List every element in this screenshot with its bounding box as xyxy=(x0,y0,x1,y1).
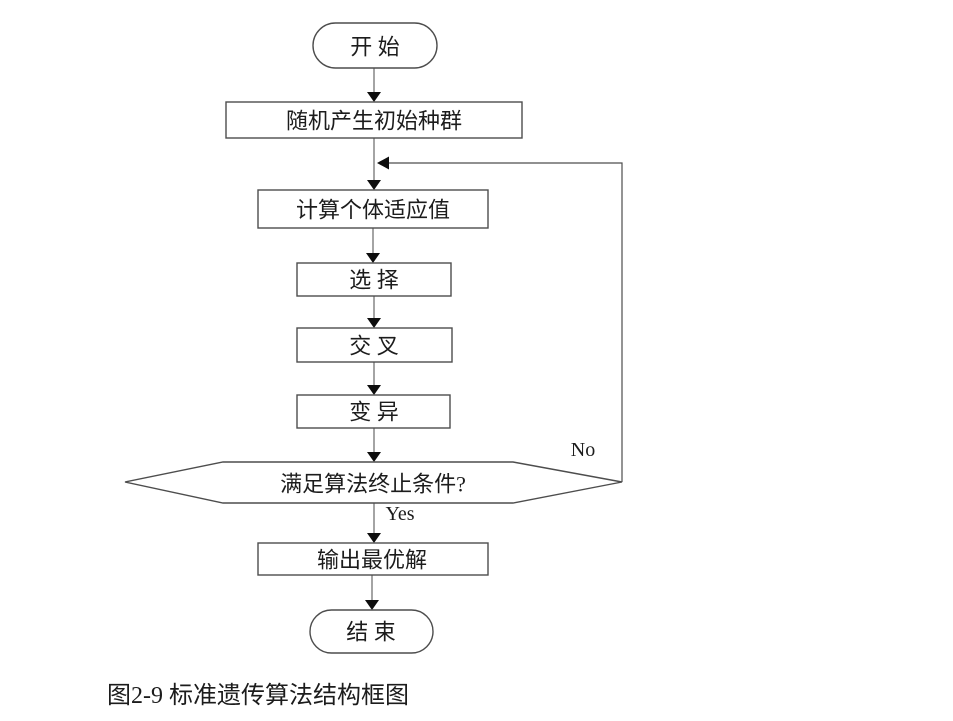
output-label: 输出最优解 xyxy=(317,548,427,573)
node-crossover: 交 叉 xyxy=(296,327,453,363)
crossover-label: 交 叉 xyxy=(349,334,399,359)
node-end: 结 束 xyxy=(309,609,434,654)
node-start: 开 始 xyxy=(312,22,438,69)
fitness-label: 计算个体适应值 xyxy=(296,198,450,223)
node-mutation: 变 异 xyxy=(296,394,451,429)
node-fitness: 计算个体适应值 xyxy=(257,189,489,229)
start-terminator-shape xyxy=(312,22,438,69)
arrowhead-into-decision xyxy=(367,452,381,462)
arrowhead-into-crossover xyxy=(367,318,381,328)
init-process-shape xyxy=(225,101,523,139)
start-label: 开 始 xyxy=(350,35,400,60)
arrowhead-into-selection xyxy=(366,253,380,263)
no-edge-label: No xyxy=(571,439,595,461)
node-selection: 选 择 xyxy=(296,262,452,297)
mutation-label: 变 异 xyxy=(349,400,399,425)
output-process-shape xyxy=(257,542,489,576)
arrowhead-into-end xyxy=(365,600,379,610)
connectors xyxy=(365,68,623,610)
selection-label: 选 择 xyxy=(349,268,399,293)
decision-label: 满足算法终止条件? xyxy=(280,472,466,497)
arrowhead-feedback-junction xyxy=(377,156,389,170)
mutation-process-shape xyxy=(296,394,451,429)
selection-process-shape xyxy=(296,262,452,297)
node-decision: 满足算法终止条件? xyxy=(124,461,623,504)
end-terminator-shape xyxy=(309,609,434,654)
arrowhead-into-init xyxy=(367,92,381,102)
yes-edge-label: Yes xyxy=(385,503,414,525)
crossover-process-shape xyxy=(296,327,453,363)
init-label: 随机产生初始种群 xyxy=(286,109,462,134)
arrowhead-into-fitness xyxy=(367,180,381,190)
node-init-population: 随机产生初始种群 xyxy=(225,101,523,139)
fitness-process-shape xyxy=(257,189,489,229)
feedback-loop-line xyxy=(389,162,623,482)
decision-hexagon-shape xyxy=(124,461,623,504)
arrowhead-into-mutation xyxy=(367,385,381,395)
arrowhead-into-output xyxy=(367,533,381,543)
end-label: 结 束 xyxy=(346,620,396,645)
figure-caption: 图2-9 标准遗传算法结构框图 xyxy=(107,682,409,709)
node-output: 输出最优解 xyxy=(257,542,489,576)
